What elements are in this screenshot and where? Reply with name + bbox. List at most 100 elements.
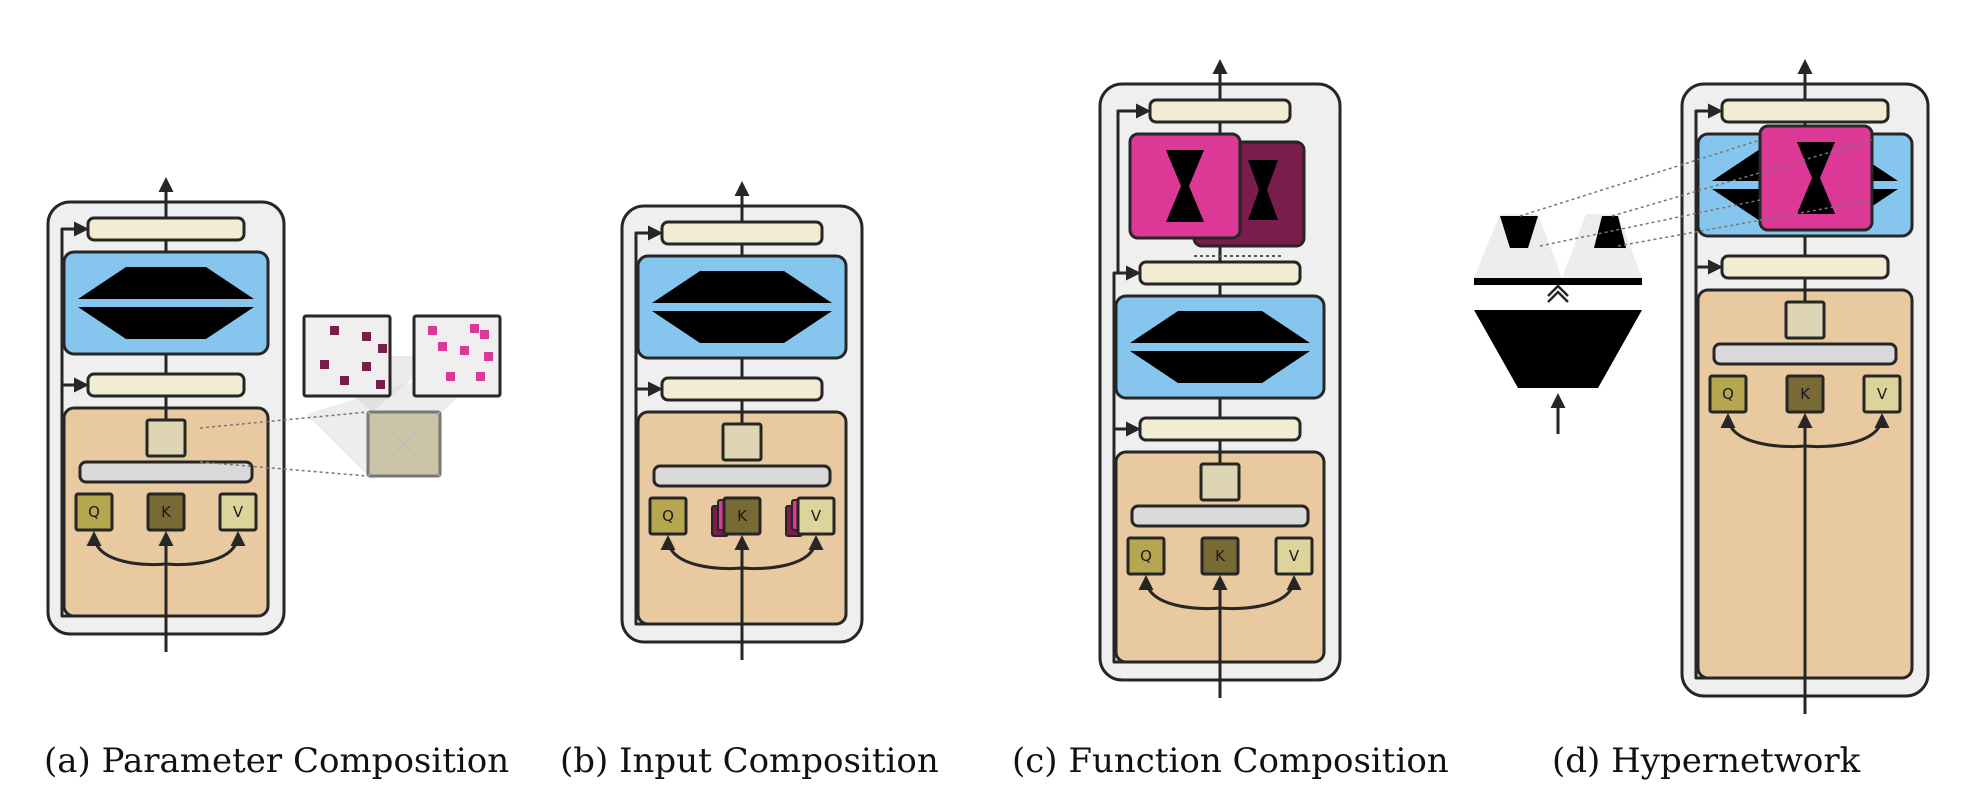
value-input-arrow	[1219, 575, 1302, 611]
adapter-bottleneck-shape	[1166, 150, 1204, 222]
generator-head-shape	[1500, 216, 1538, 248]
parameter-masks	[199, 314, 502, 480]
mask-cell-dark	[362, 332, 371, 341]
diag	[367, 411, 441, 477]
mask-cell-pink	[446, 372, 455, 381]
hypernetwork-generator	[1474, 139, 1873, 434]
layer-norm-bar	[86, 372, 246, 398]
k-label: K	[1800, 385, 1811, 403]
panel-caption: (c) Function Composition	[1012, 741, 1449, 781]
query-input-arrow	[86, 531, 167, 567]
mask-cell-dark	[320, 360, 329, 369]
layer-norm-bar	[660, 220, 824, 246]
generator-separator	[1474, 278, 1642, 285]
ffn-expand-shape	[78, 267, 254, 299]
k-projection-box	[722, 496, 762, 536]
mask-cell-dark	[378, 344, 387, 353]
k-projection-box	[1200, 536, 1240, 576]
v-projection-box	[218, 492, 258, 532]
mask-cell-pink	[470, 324, 479, 333]
ffn-expand-shape	[652, 271, 832, 303]
k-label: K	[161, 503, 172, 521]
panel-caption: (d) Hypernetwork	[1552, 741, 1861, 781]
query-input-arrow	[1720, 413, 1806, 449]
ffn-skip-arrow	[60, 221, 89, 392]
projection-bar	[78, 460, 254, 484]
ffn-contract-shape	[78, 307, 254, 339]
attention-skip-arrow	[60, 377, 166, 618]
v-projection-box	[1862, 374, 1902, 414]
layer-norm-bar	[1138, 416, 1302, 442]
zoom-line	[199, 411, 369, 429]
generator-encoder-shape	[1474, 310, 1642, 388]
value-input-arrow	[1804, 413, 1890, 449]
ffn-contract-shape	[1130, 351, 1310, 383]
generated-weights-line	[1539, 199, 1761, 247]
generator-head-shape	[1594, 216, 1626, 248]
projection-bar	[1130, 504, 1310, 528]
mask-cell-pink	[484, 352, 493, 361]
k-label: K	[737, 507, 748, 525]
layer-norm-bar	[1720, 98, 1890, 124]
attention-output-square	[721, 422, 763, 462]
generated-bottleneck-shape	[1797, 142, 1835, 214]
v-projection-box	[796, 496, 836, 536]
ffn-skip-arrow	[1694, 103, 1723, 274]
ffn-skip-arrow	[1112, 265, 1141, 436]
layer-norm-bar	[1148, 98, 1292, 124]
layer-norm-bar	[660, 376, 824, 402]
query-input-arrow	[1138, 575, 1221, 611]
mask-cell-pink	[476, 372, 485, 381]
generated-weights-line	[1617, 199, 1873, 247]
mask-cell-dark	[340, 376, 349, 385]
projection-bar	[652, 464, 832, 488]
v-label: V	[1877, 385, 1888, 403]
layer-norm-bar	[1720, 254, 1890, 280]
generator-flow-chevrons	[1547, 284, 1569, 303]
q-projection-box	[1708, 374, 1748, 414]
v-projection-box	[1274, 536, 1314, 576]
attention-skip-arrow	[634, 381, 742, 626]
attention-skip-arrow	[1112, 421, 1220, 664]
adapter-skip-arrow	[1116, 103, 1151, 272]
value-input-arrow	[165, 531, 246, 567]
panel-caption: (b) Input Composition	[560, 741, 939, 781]
q-projection-box	[1126, 536, 1166, 576]
q-label: Q	[662, 507, 674, 525]
mask-cell-pink	[480, 330, 489, 339]
q-label: Q	[1140, 547, 1152, 565]
ffn-skip-arrow	[634, 225, 663, 396]
attention-output-square	[1784, 300, 1826, 340]
k-label: K	[1215, 547, 1226, 565]
q-projection-box	[74, 492, 114, 532]
q-label: Q	[1722, 385, 1734, 403]
panel-caption: (a) Parameter Composition	[44, 741, 509, 781]
value-input-arrow	[741, 535, 824, 571]
q-label: Q	[88, 503, 100, 521]
zoom-line	[199, 461, 369, 477]
mask-cell-dark	[376, 380, 385, 389]
mask-cell-pink	[460, 346, 469, 355]
attention-output-square	[1199, 462, 1241, 502]
mask-cell-pink	[438, 342, 447, 351]
attention-skip-arrow	[1694, 259, 1805, 680]
k-projection-box	[1785, 374, 1825, 414]
v-label: V	[1289, 547, 1300, 565]
mask-cell-pink	[428, 326, 437, 335]
k-projection-box	[146, 492, 186, 532]
adapter-bottleneck-shape-alt	[1248, 160, 1278, 220]
mask-cell-dark	[330, 326, 339, 335]
mask-cell-dark	[362, 362, 371, 371]
projection-bar	[1712, 342, 1898, 366]
layer-norm-bar	[1138, 260, 1302, 286]
v-label: V	[233, 503, 244, 521]
query-input-arrow	[660, 535, 743, 571]
ffn-contract-shape	[652, 311, 832, 343]
layer-norm-bar	[86, 216, 246, 242]
q-projection-box	[648, 496, 688, 536]
v-label: V	[811, 507, 822, 525]
